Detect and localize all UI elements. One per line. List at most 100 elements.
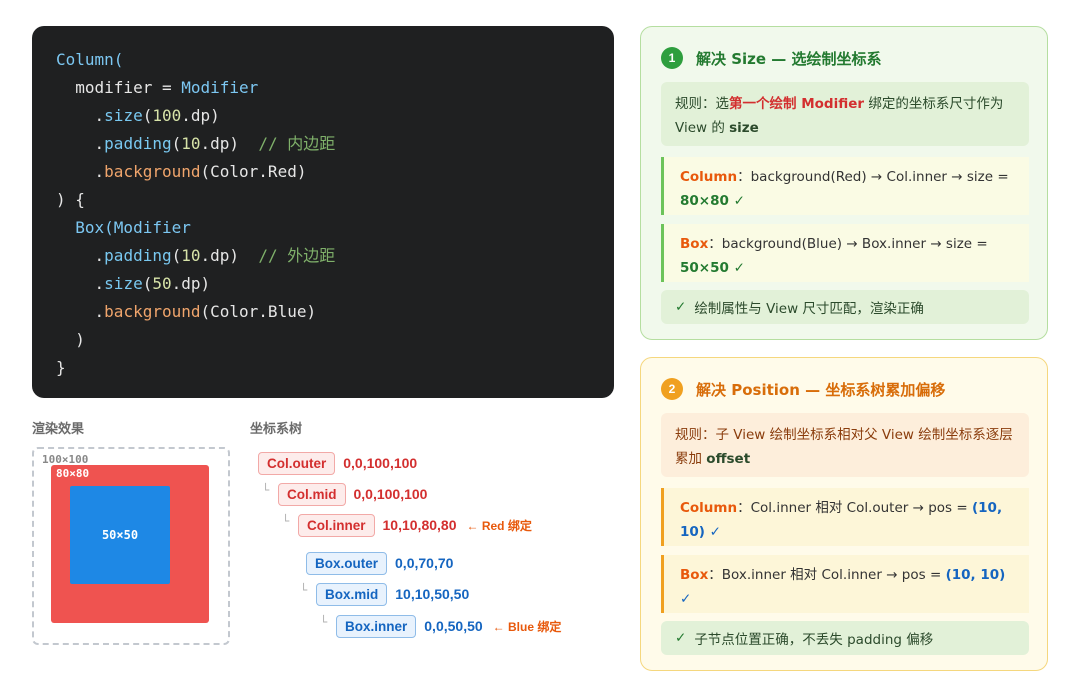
code-line: } xyxy=(56,354,590,382)
item-sep: ： xyxy=(708,236,722,252)
code-token: ( xyxy=(142,106,153,125)
code-line: ) xyxy=(56,326,590,354)
size-card: 1 解决 Size — 选绘制坐标系 规则：选第一个绘制 Modifier 绑定… xyxy=(640,26,1048,340)
code-token: . xyxy=(56,246,105,265)
position-card-title: 解决 Position — 坐标系树累加偏移 xyxy=(696,380,946,399)
code-token: ( xyxy=(142,274,153,293)
code-token: 10 xyxy=(181,134,201,153)
step-2-badge: 2 xyxy=(661,378,683,400)
code-token: (Color.Blue) xyxy=(200,302,317,321)
blue-box-50: 50×50 xyxy=(70,486,170,584)
tree-connector: └ xyxy=(300,583,308,597)
position-rule: 规则：子 View 绘制坐标系相对父 View 绘制坐标系逐层累加 offset xyxy=(661,413,1029,477)
code-token: } xyxy=(56,358,66,377)
code-token: .dp) xyxy=(181,106,220,125)
code-line: .size(100.dp) xyxy=(56,102,590,130)
size-rule: 规则：选第一个绘制 Modifier 绑定的坐标系尺寸作为 View 的 siz… xyxy=(661,82,1029,146)
item-sep: ： xyxy=(708,567,722,583)
tree-node-coords: 0,0,70,70 xyxy=(395,555,454,571)
code-token: // 外边距 xyxy=(258,246,336,265)
size-ok-banner: ✓ 绘制属性与 View 尺寸匹配，渲染正确 xyxy=(661,290,1029,324)
binding-note: ← Red 绑定 xyxy=(466,518,532,533)
size-ok-text: 绘制属性与 View 尺寸匹配，渲染正确 xyxy=(694,301,924,317)
size-item-column: Column：background(Red) → Col.inner → siz… xyxy=(661,157,1029,215)
size-card-title: 解决 Size — 选绘制坐标系 xyxy=(696,49,882,68)
position-item-box: Box：Box.inner 相对 Col.inner → pos = (10, … xyxy=(661,555,1029,613)
position-card-header: 2 解决 Position — 坐标系树累加偏移 xyxy=(661,378,945,400)
size-rule-prefix: 规则：选 xyxy=(675,96,729,112)
size-rule-end: size xyxy=(729,120,759,136)
code-line: .background(Color.Blue) xyxy=(56,298,590,326)
tree-node-label: Box.mid xyxy=(316,582,388,606)
code-token: . xyxy=(56,106,105,125)
item-text: Col.inner 相对 Col.outer → pos = xyxy=(750,500,972,516)
position-card: 2 解决 Position — 坐标系树累加偏移 规则：子 View 绘制坐标系… xyxy=(640,357,1048,671)
check-icon: ✓ xyxy=(675,630,687,646)
code-token: .dp) xyxy=(200,134,259,153)
code-token: 50 xyxy=(152,274,172,293)
code-token: size xyxy=(104,106,143,125)
tree-node-coords: 10,10,50,50 xyxy=(395,586,470,602)
code-line: Column( xyxy=(56,46,590,74)
code-line: .padding(10.dp) // 外边距 xyxy=(56,242,590,270)
size-rule-middle: 绑定的坐标系尺寸作为 View 的 xyxy=(675,96,1004,136)
render-section-title: 渲染效果 xyxy=(32,422,85,437)
code-token: ) xyxy=(56,330,85,349)
item-text: background(Blue) → Box.inner → size = xyxy=(721,236,988,252)
code-token: 100 xyxy=(152,106,182,125)
tree-node-coords: 0,0,100,100 xyxy=(343,455,418,471)
position-rule-end: offset xyxy=(706,451,751,467)
code-token: // 内边距 xyxy=(258,134,336,153)
code-token: background xyxy=(104,302,201,321)
check-icon: ✓ xyxy=(675,299,687,315)
tree-node-coords: 0,0,50,50 xyxy=(424,618,483,634)
code-line: .padding(10.dp) // 内边距 xyxy=(56,130,590,158)
code-token xyxy=(56,218,75,237)
tree-node-row: Col.outer 0,0,100,100 xyxy=(258,451,417,475)
code-token: Box(Modifier xyxy=(75,218,191,237)
code-token: Column( xyxy=(56,50,124,69)
item-sep: ： xyxy=(737,169,751,185)
item-name: Column xyxy=(680,500,738,516)
item-name: Box xyxy=(680,236,709,252)
position-item-column: Column：Col.inner 相对 Col.outer → pos = (1… xyxy=(661,488,1029,546)
item-name: Box xyxy=(680,567,709,583)
code-panel: Column( modifier = Modifier .size(100.dp… xyxy=(32,26,614,398)
code-token: .dp) xyxy=(200,246,259,265)
outer-frame-label: 100×100 xyxy=(42,453,89,466)
code-token: . xyxy=(56,162,105,181)
step-1-badge: 1 xyxy=(661,47,683,69)
code-token: (Color.Red) xyxy=(200,162,307,181)
code-token: 10 xyxy=(181,246,201,265)
code-token: background xyxy=(104,162,201,181)
tree-node-label: Col.mid xyxy=(278,482,346,506)
item-value: (10, 10) ✓ xyxy=(680,500,1003,540)
size-rule-highlight: 第一个绘制 Modifier xyxy=(729,96,865,112)
tree-node-coords: 10,10,80,80 xyxy=(382,517,457,533)
code-token: Modifier xyxy=(181,78,259,97)
tree-node-coords: 0,0,100,100 xyxy=(353,486,428,502)
position-ok-text: 子节点位置正确，不丢失 padding 偏移 xyxy=(694,632,934,648)
code-token: padding xyxy=(104,134,172,153)
code-token: .dp) xyxy=(171,274,211,293)
item-text: Box.inner 相对 Col.inner → pos = xyxy=(721,567,946,583)
item-value: (10, 10) ✓ xyxy=(680,567,1006,607)
size-item-box: Box：background(Blue) → Box.inner → size … xyxy=(661,224,1029,282)
tree-node-row: Box.mid 10,10,50,50 xyxy=(316,582,469,606)
code-token: modifier = xyxy=(56,78,182,97)
blue-box-label: 50×50 xyxy=(101,528,139,542)
code-line: Box(Modifier xyxy=(56,214,590,242)
tree-node-label: Col.outer xyxy=(258,451,336,475)
code-token: . xyxy=(56,274,105,293)
item-text: background(Red) → Col.inner → size = xyxy=(750,169,1009,185)
position-ok-banner: ✓ 子节点位置正确，不丢失 padding 偏移 xyxy=(661,621,1029,655)
item-value: 80×80 ✓ xyxy=(680,193,745,209)
code-line: .size(50.dp) xyxy=(56,270,590,298)
tree-node-row: Col.mid 0,0,100,100 xyxy=(278,482,427,506)
code-line: ) { xyxy=(56,186,590,214)
tree-connector: └ xyxy=(320,615,328,629)
tree-section-title: 坐标系树 xyxy=(250,422,303,437)
